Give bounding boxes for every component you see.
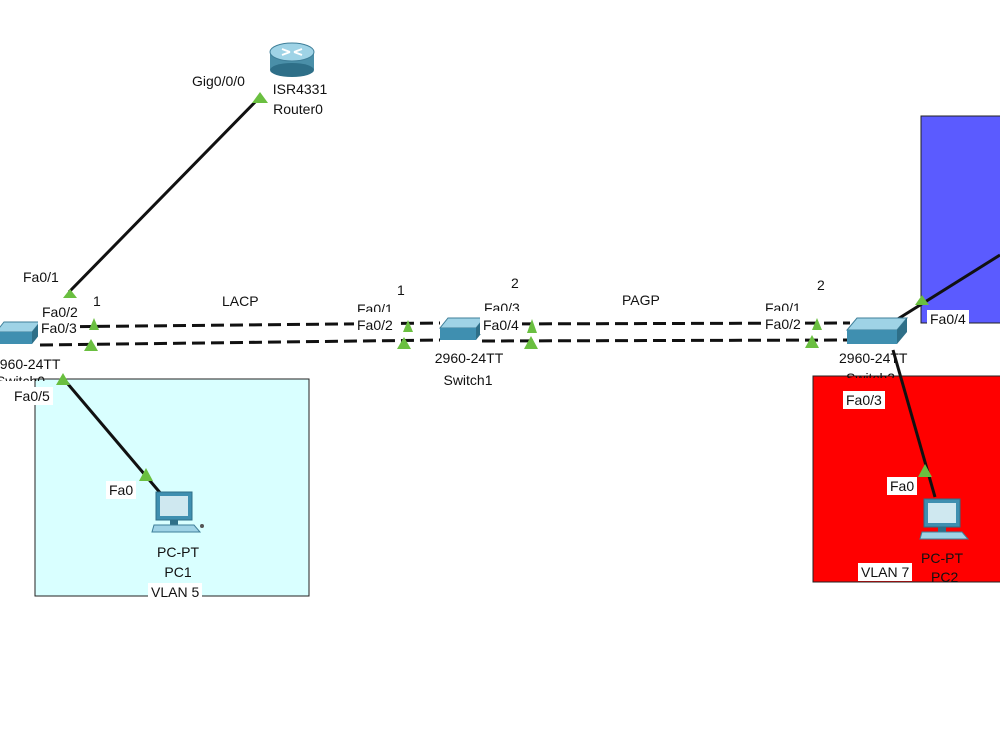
lacp-link-2[interactable] bbox=[39, 338, 441, 347]
vlan5-area[interactable] bbox=[34, 378, 310, 597]
switch1-fa04-label: Fa0/4 bbox=[480, 316, 522, 334]
link-indicator-s1-fa03 bbox=[527, 319, 537, 333]
vlan-blue-area[interactable] bbox=[920, 115, 1000, 324]
switch2-model-label: 2960-24TT bbox=[839, 350, 908, 366]
link-indicator-s2-fa01 bbox=[812, 318, 822, 330]
switch2-fa02-label: Fa0/2 bbox=[762, 315, 804, 333]
lacp-label: LACP bbox=[219, 292, 262, 310]
link-indicator-s1-fa01 bbox=[403, 320, 413, 332]
switch2-fa01-label: Fa0/1 bbox=[765, 300, 801, 311]
link-indicator-pc1 bbox=[139, 468, 153, 481]
vlan5-label: VLAN 5 bbox=[148, 583, 203, 601]
switch1-channel-group-right-label: 2 bbox=[511, 275, 519, 291]
pc1-model-label: PC-PT bbox=[157, 544, 199, 560]
switch1-fa03-label: Fa0/3 bbox=[484, 300, 520, 311]
switch2-name-label: Switch2 bbox=[846, 370, 896, 378]
switch0-fa03-label: Fa0/3 bbox=[38, 319, 80, 337]
switch2-channel-group-label: 2 bbox=[817, 277, 825, 293]
pagp-label: PAGP bbox=[619, 291, 663, 309]
pc2-port-label: Fa0 bbox=[887, 477, 918, 495]
pc2-name-label: PC2 bbox=[931, 569, 959, 582]
switch1-icon[interactable] bbox=[438, 317, 486, 340]
switch0-fa01-label: Fa0/1 bbox=[23, 269, 59, 285]
router-switch0-cable[interactable] bbox=[67, 95, 262, 294]
link-indicator-s0-fa01 bbox=[63, 289, 77, 298]
link-indicator-s2-fa04 bbox=[915, 295, 929, 305]
link-indicator-pc2 bbox=[918, 464, 932, 477]
switch2-blue-cable[interactable] bbox=[892, 253, 1000, 324]
switch0-model-label: 2960-24TT bbox=[0, 356, 61, 372]
pc1-port-label: Fa0 bbox=[106, 481, 137, 499]
router-icon[interactable] bbox=[269, 42, 315, 77]
link-indicator-s0-fa03 bbox=[84, 339, 98, 351]
switch0-name-label: Switch0 bbox=[0, 373, 46, 381]
switch0-fa02-label: Fa0/2 bbox=[42, 304, 78, 320]
pc2-model-label: PC-PT bbox=[921, 550, 963, 566]
link-indicators bbox=[56, 92, 932, 481]
switch0-channel-group-label: 1 bbox=[93, 293, 101, 309]
switch0-icon[interactable] bbox=[0, 321, 42, 344]
switch0-fa05-label: Fa0/5 bbox=[11, 387, 53, 405]
switch1-fa02-label: Fa0/2 bbox=[354, 316, 396, 334]
switch1-channel-group-left-label: 1 bbox=[397, 282, 405, 298]
link-indicator-s0-fa05 bbox=[56, 373, 70, 385]
link-indicator-s2-fa02 bbox=[805, 335, 819, 348]
router-model-label: ISR4331 bbox=[272, 81, 328, 97]
pc1-name-label: PC1 bbox=[164, 564, 192, 580]
switch1-fa01-label: Fa0/1 bbox=[357, 301, 393, 312]
link-indicator-s1-fa04 bbox=[524, 336, 538, 349]
router-name-label: Router0 bbox=[273, 101, 323, 117]
switch1-name-label: Switch1 bbox=[443, 372, 493, 388]
switch2-fa04-label: Fa0/4 bbox=[927, 310, 969, 328]
switch1-model-label: 2960-24TT bbox=[434, 350, 504, 366]
switch2-icon[interactable] bbox=[845, 317, 909, 344]
pc1-icon[interactable] bbox=[151, 491, 204, 533]
router-gig-port-label: Gig0/0/0 bbox=[192, 73, 245, 89]
link-indicator-s0-fa02 bbox=[89, 318, 99, 330]
link-indicator-s1-fa02 bbox=[397, 337, 411, 349]
link-indicator-router bbox=[252, 92, 268, 103]
switch2-fa03-label: Fa0/3 bbox=[843, 391, 885, 409]
vlan7-label: VLAN 7 bbox=[858, 563, 913, 581]
pc2-icon[interactable] bbox=[919, 498, 970, 540]
pagp-link-2[interactable] bbox=[481, 338, 851, 343]
